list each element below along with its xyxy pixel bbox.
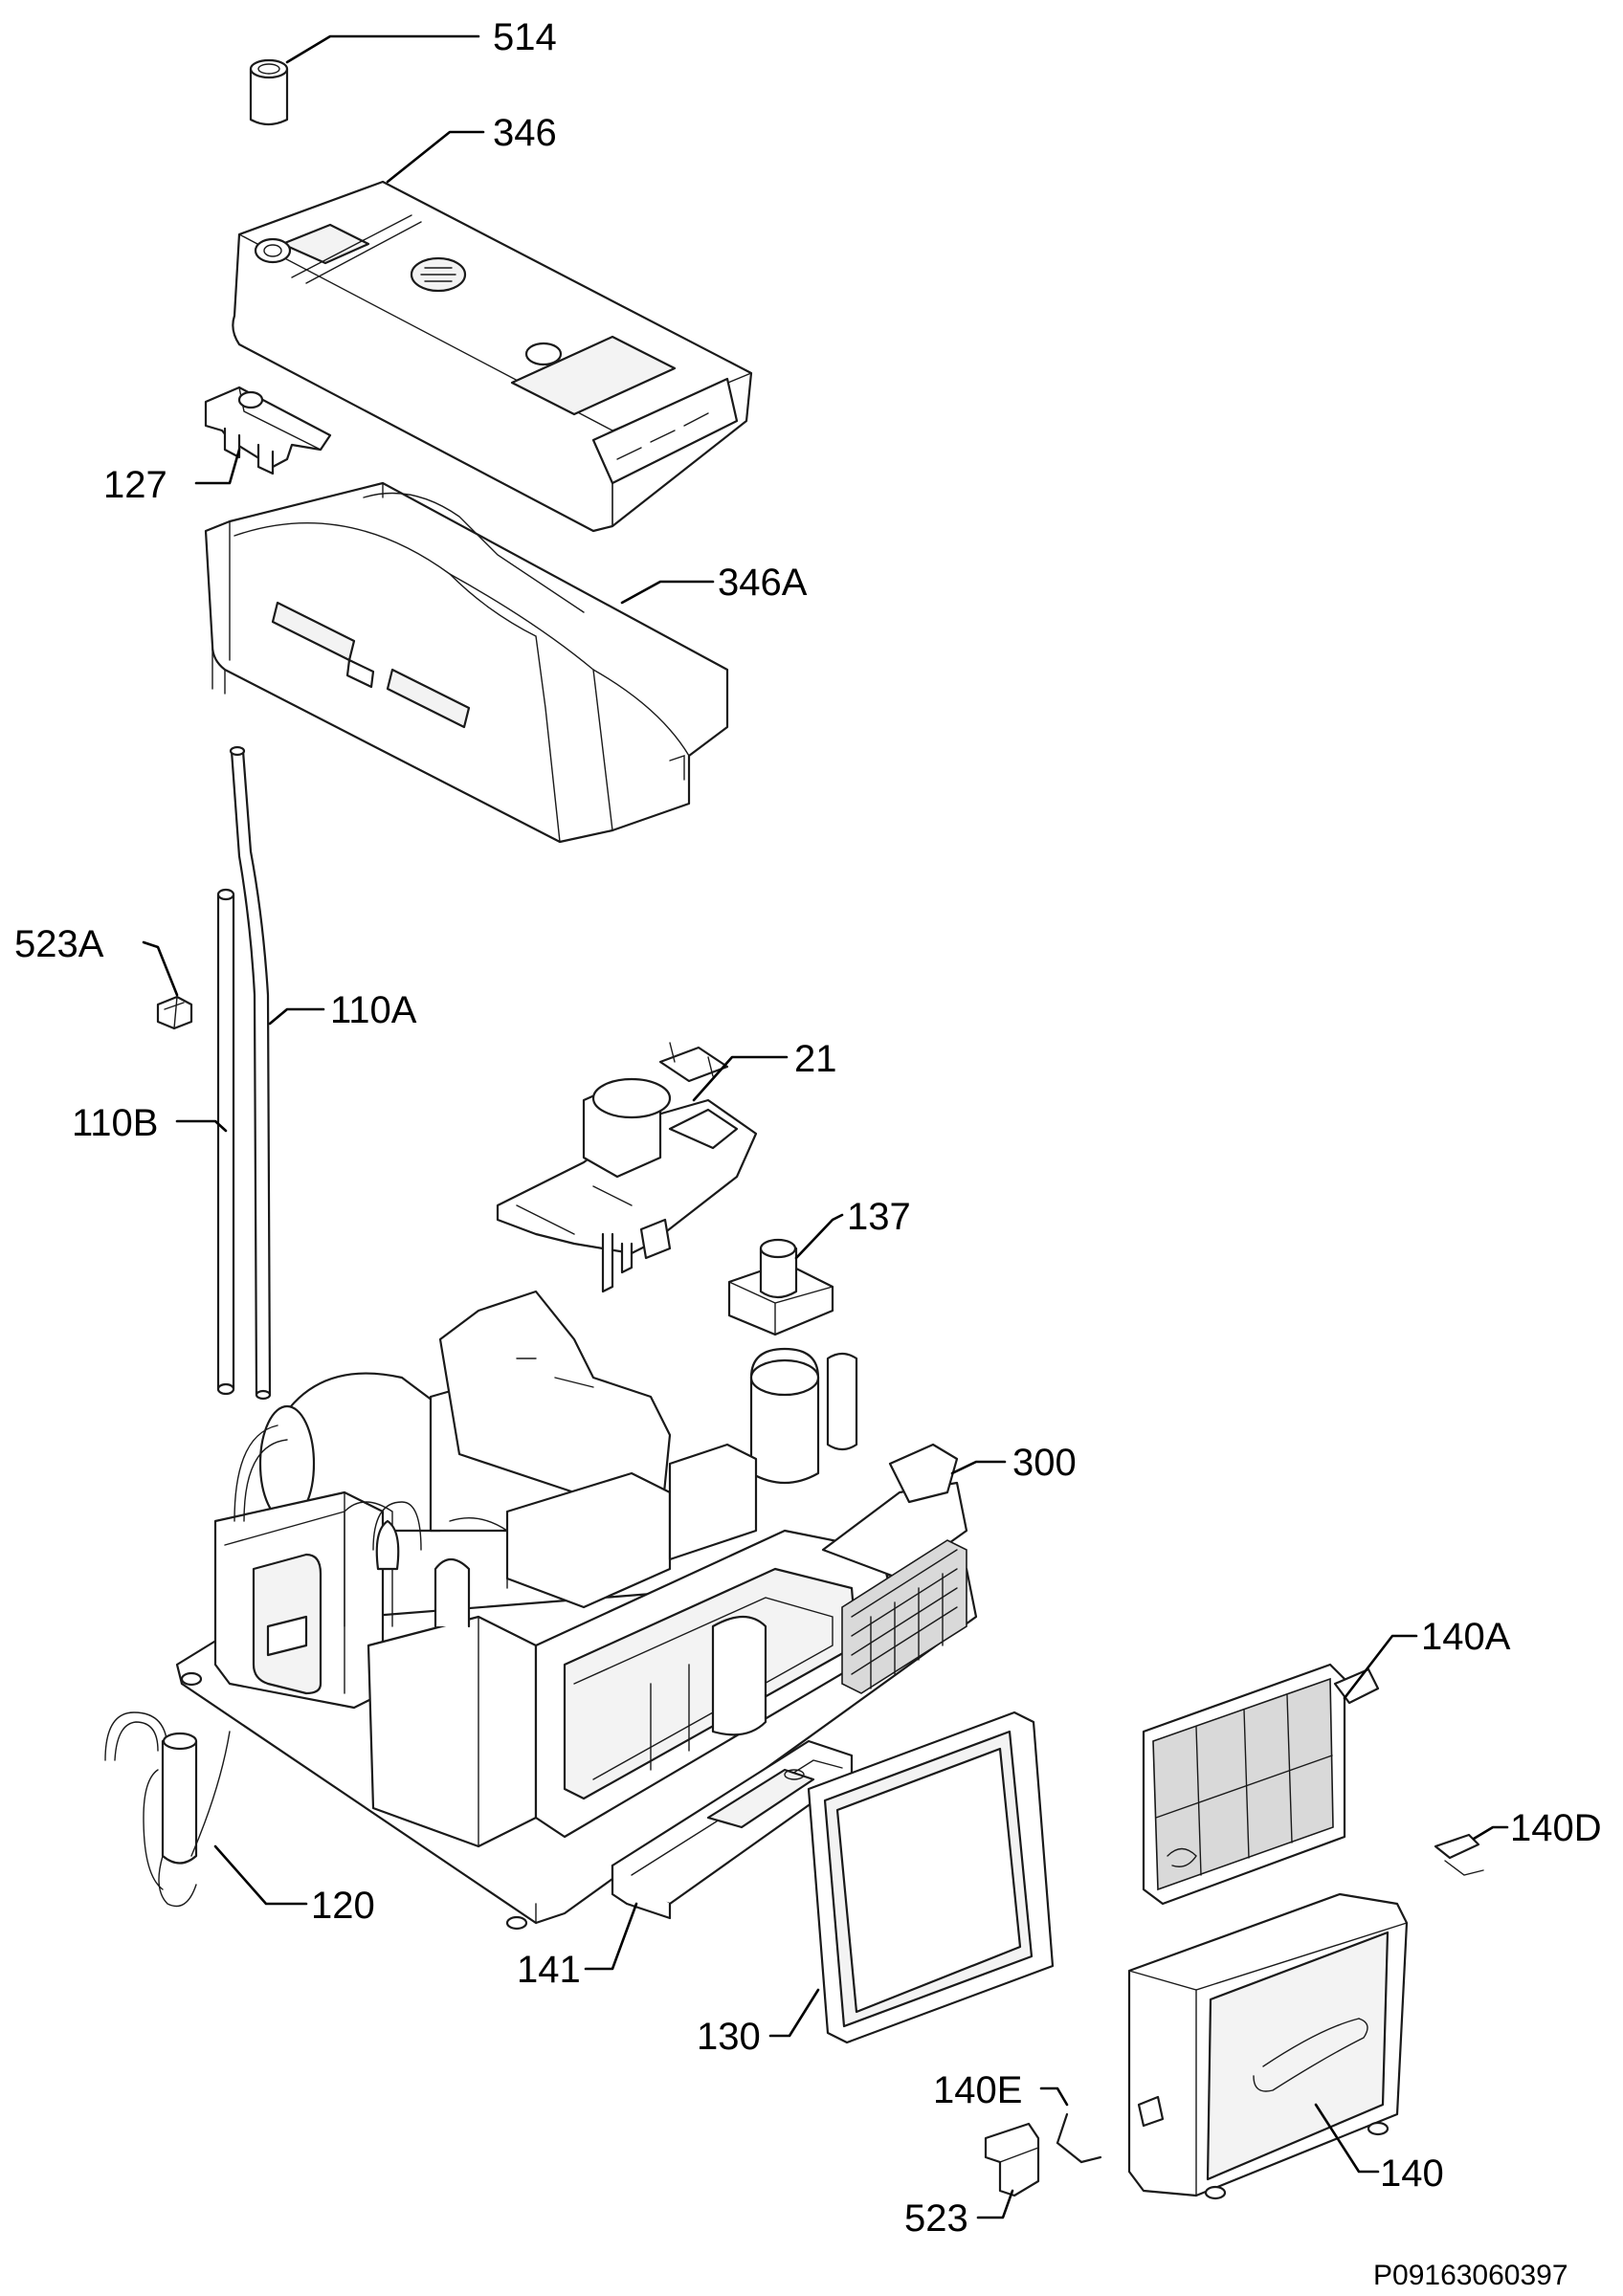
label-346: 346 — [493, 112, 557, 154]
part-110A-tube — [229, 745, 272, 1401]
part-137-connector — [727, 1238, 834, 1336]
part-130-gasket — [807, 1711, 1055, 2044]
callout-labels: 514 346 127 346A 523A 110A 110B 21 137 3… — [14, 16, 1602, 2240]
part-140E-spring — [1056, 2112, 1102, 2164]
part-346A-tray-housing — [204, 481, 729, 844]
label-110A: 110A — [330, 989, 417, 1031]
part-346-top-cover — [232, 180, 753, 533]
leader-523 — [976, 2189, 1014, 2219]
leader-130 — [768, 1988, 820, 2038]
label-140: 140 — [1380, 2152, 1444, 2195]
part-523-latch — [984, 2122, 1040, 2197]
part-120-drier — [104, 1711, 231, 1908]
leader-514 — [285, 34, 480, 64]
label-21: 21 — [794, 1038, 837, 1080]
leader-110A — [268, 1007, 325, 1026]
part-523A-clip — [156, 995, 193, 1030]
leader-523A — [142, 940, 179, 997]
leader-141 — [584, 1902, 638, 1971]
leader-21 — [692, 1055, 789, 1102]
label-300: 300 — [1012, 1442, 1077, 1484]
part-141-drip-tray — [611, 1739, 854, 1920]
leader-346 — [386, 130, 485, 184]
label-523: 523 — [904, 2197, 968, 2240]
label-514: 514 — [493, 16, 557, 58]
drawing-code: P09163060397 — [1373, 2260, 1568, 2291]
label-110B: 110B — [72, 1102, 158, 1144]
label-120: 120 — [311, 1885, 375, 1927]
label-140E: 140E — [933, 2069, 1022, 2111]
label-140A: 140A — [1421, 1616, 1511, 1658]
label-141: 141 — [517, 1949, 581, 1991]
label-140D: 140D — [1510, 1807, 1602, 1849]
leader-127 — [194, 448, 241, 485]
part-140D-clip — [1434, 1833, 1484, 1876]
part-140-filter-box — [1127, 1892, 1409, 2200]
leader-137 — [794, 1213, 844, 1260]
leader-140 — [1314, 2103, 1380, 2174]
leader-120 — [213, 1844, 308, 1906]
label-137: 137 — [847, 1196, 911, 1238]
leader-140D — [1472, 1825, 1509, 1841]
leader-110B — [175, 1119, 228, 1133]
part-140A-filter — [1142, 1663, 1380, 1906]
part-127-bracket — [204, 386, 332, 475]
part-110B-tube — [216, 888, 235, 1396]
leader-300 — [950, 1460, 1007, 1475]
leader-140E — [1039, 2086, 1069, 2107]
label-346A: 346A — [718, 562, 808, 604]
part-514-cap — [249, 58, 289, 126]
label-523A: 523A — [14, 923, 104, 965]
part-300-main-chassis — [175, 1290, 978, 1931]
label-127: 127 — [103, 464, 167, 506]
leader-346A — [620, 580, 715, 605]
leader-140A — [1343, 1634, 1418, 1700]
leader-lines — [142, 34, 1509, 2219]
part-21-valve-assembly — [496, 1042, 758, 1293]
label-130: 130 — [697, 2016, 761, 2058]
